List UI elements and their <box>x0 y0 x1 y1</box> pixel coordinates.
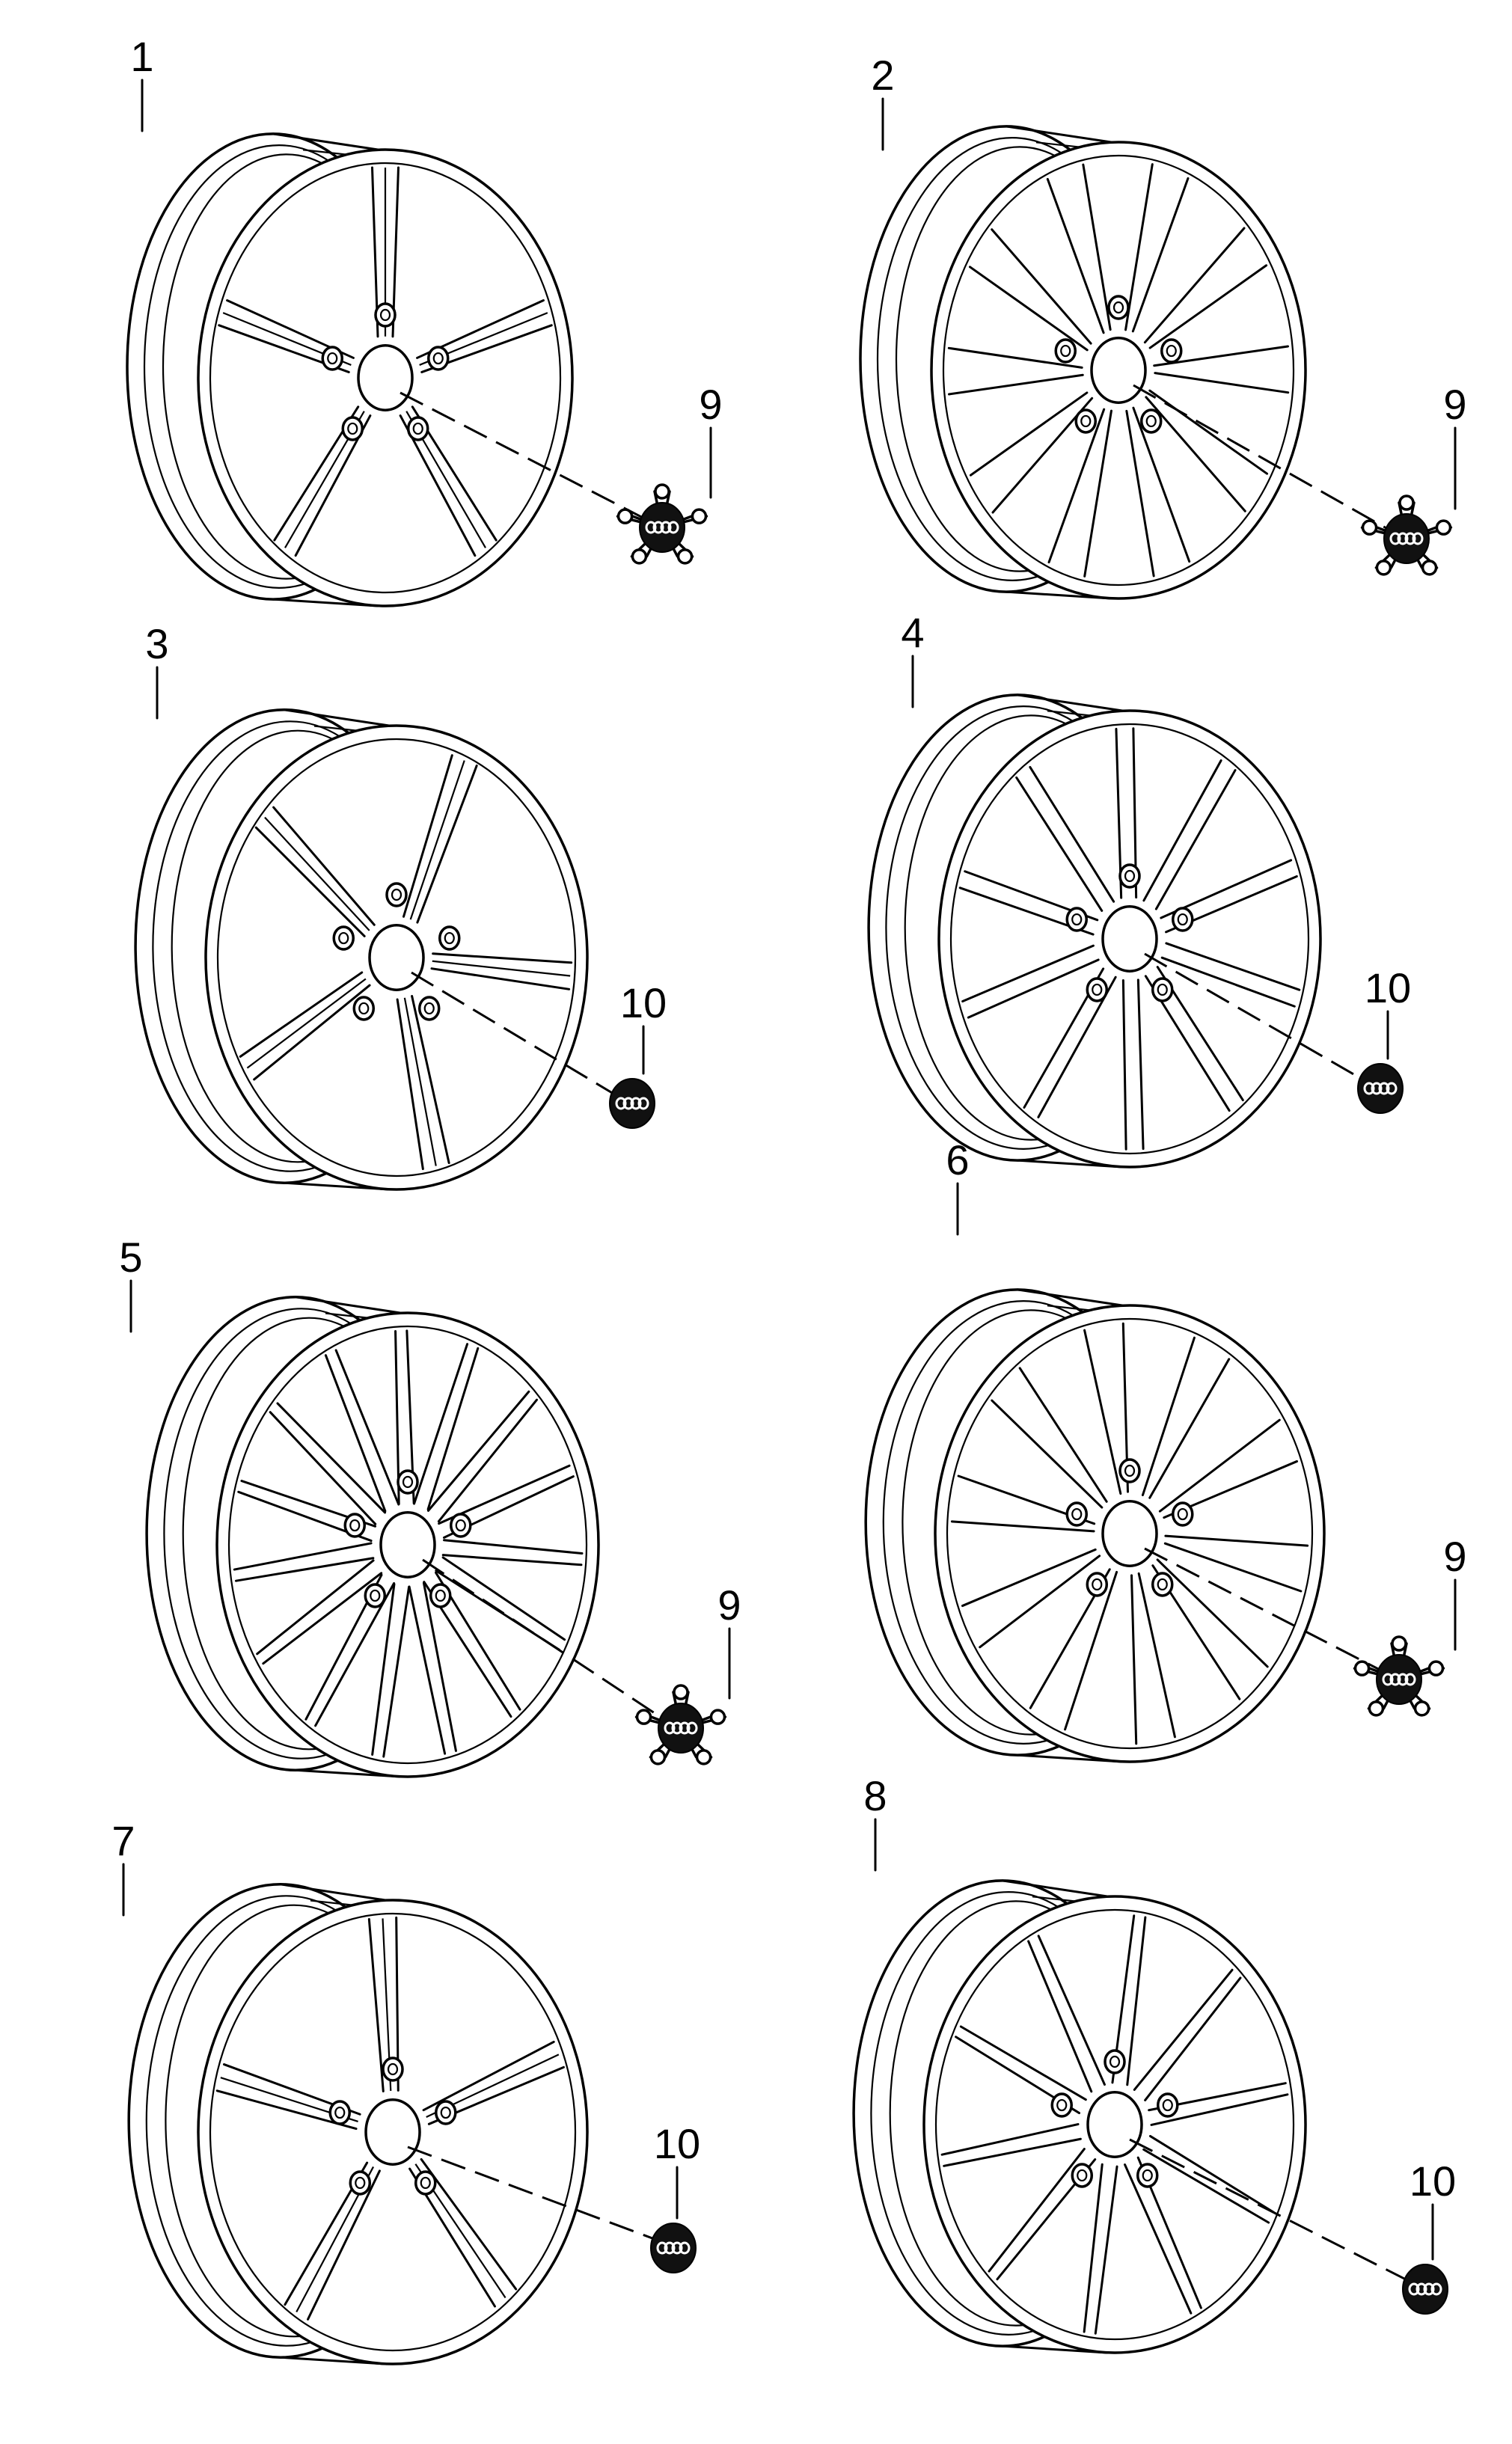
lug-hole <box>450 1513 472 1538</box>
lug-hole <box>332 925 355 951</box>
wheel-4: 4 10 <box>867 609 1411 1169</box>
lug-hole <box>438 925 461 951</box>
wheel-callout-label: 8 <box>863 1772 887 1819</box>
spokes <box>239 754 573 1171</box>
wheel-2: 29 <box>859 52 1467 600</box>
lug-hole <box>414 2170 437 2196</box>
lug-hole <box>1086 977 1109 1002</box>
wheel-callout-label: 3 <box>145 620 168 667</box>
lug-hole <box>1107 295 1130 320</box>
lug-hole <box>397 1469 419 1495</box>
wheel-callout-label: 1 <box>130 33 153 80</box>
hub <box>1065 863 1194 1002</box>
lug-hole <box>1160 338 1183 364</box>
hub <box>332 882 461 1021</box>
lug-hole <box>349 2170 372 2196</box>
lug-hole <box>382 2056 404 2082</box>
lug-hole <box>406 416 429 441</box>
hub <box>343 1469 472 1608</box>
lug-hole <box>352 996 376 1021</box>
star-hub-cap-icon <box>1353 1635 1445 1717</box>
cap-callout-label: 9 <box>717 1581 741 1629</box>
lug-hole <box>1172 1501 1194 1527</box>
assembly-line <box>1129 2138 1411 2283</box>
lug-hole <box>1065 907 1088 932</box>
wheel-8: 8 10 <box>852 1772 1456 2354</box>
lug-hole <box>1136 2163 1159 2188</box>
cap-callout-label: 10 <box>620 979 667 1026</box>
star-hub-cap-icon <box>616 483 708 565</box>
lug-hole <box>1065 1501 1088 1527</box>
lug-hole <box>1054 338 1077 364</box>
wheel-callout-label: 6 <box>946 1136 969 1183</box>
cap-callout-label: 9 <box>1443 1533 1466 1580</box>
wheel-5: 59 <box>119 1234 741 1778</box>
wheel-callout-label: 2 <box>871 52 894 99</box>
wheel-6: 69 <box>864 1136 1467 1763</box>
lug-hole <box>321 346 343 371</box>
star-hub-cap-icon <box>1360 494 1453 576</box>
wheel-callout-label: 5 <box>119 1234 142 1281</box>
lug-hole <box>1151 1572 1174 1597</box>
lug-hole <box>1104 2049 1126 2074</box>
star-hub-cap-icon <box>634 1684 727 1765</box>
spokes <box>233 1329 584 1758</box>
lug-hole <box>417 996 441 1021</box>
wheel-callout-label: 4 <box>901 609 924 656</box>
lug-hole <box>328 2100 351 2125</box>
wheel-3: 3 10 <box>134 620 667 1191</box>
hub <box>328 2056 457 2196</box>
assembly-line <box>1144 952 1366 1082</box>
lug-hole <box>1050 2092 1073 2118</box>
lug-hole <box>374 302 397 328</box>
lug-hole <box>1157 2092 1179 2118</box>
lug-hole <box>1074 408 1098 434</box>
lug-hole <box>427 346 450 371</box>
lug-hole <box>385 882 408 907</box>
cap-callout-label: 10 <box>1410 2157 1456 2205</box>
hub <box>1054 295 1183 434</box>
lug-hole <box>1086 1572 1109 1597</box>
round-hub-cap-icon <box>1402 2264 1448 2315</box>
lug-hole <box>435 2100 457 2125</box>
wheel-7: 7 10 <box>111 1817 700 2365</box>
hub <box>321 302 450 441</box>
assembly-line <box>407 2146 659 2242</box>
assembly-line <box>1133 384 1392 533</box>
lug-hole <box>429 1583 452 1608</box>
lug-hole <box>1118 863 1141 889</box>
lug-hole <box>364 1583 387 1608</box>
hub <box>1065 1458 1194 1597</box>
assembly-line <box>422 1558 667 1722</box>
lug-hole <box>1151 977 1174 1002</box>
cap-callout-label: 10 <box>1365 964 1411 1011</box>
assembly-line <box>400 391 648 521</box>
lug-hole <box>1172 907 1194 932</box>
cap-callout-label: 9 <box>1443 381 1466 428</box>
lug-hole <box>1139 408 1163 434</box>
assembly-line <box>411 971 618 1097</box>
lug-hole <box>341 416 364 441</box>
round-hub-cap-icon <box>609 1078 655 1129</box>
lug-hole <box>1118 1458 1141 1483</box>
lug-hole <box>343 1513 366 1538</box>
round-hub-cap-icon <box>1357 1063 1404 1114</box>
wheel-1: 19 <box>126 33 723 607</box>
lug-hole <box>1071 2163 1094 2188</box>
cap-callout-label: 10 <box>654 2120 700 2167</box>
assembly-line <box>1144 1547 1385 1673</box>
cap-callout-label: 9 <box>699 381 722 428</box>
hub <box>1050 2049 1179 2188</box>
round-hub-cap-icon <box>650 2223 697 2273</box>
wheel-callout-label: 7 <box>111 1817 135 1864</box>
